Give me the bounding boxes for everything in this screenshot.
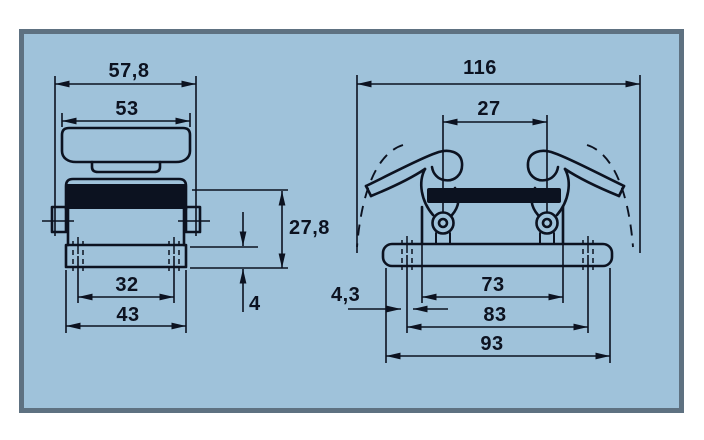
centerlines <box>42 144 634 271</box>
dim-label-height: 27,8 <box>289 217 330 239</box>
front-lever-right <box>526 149 626 245</box>
side-seal-outline <box>64 177 188 211</box>
front-pivot-right-pin <box>541 217 553 229</box>
side-flange <box>64 243 188 269</box>
front-body-sides <box>420 205 565 246</box>
dim-label-hole-diameter: 4,3 <box>331 284 361 306</box>
dim-label-pivot-spacing: 27 <box>477 98 501 120</box>
dim-label-flange-width: 93 <box>480 333 504 355</box>
front-pivot-left-pin <box>437 217 449 229</box>
side-hole-center-ticks <box>77 237 175 254</box>
side-body <box>66 207 186 247</box>
front-lever-left <box>364 149 464 245</box>
dim-label-width-over-lugs: 57,8 <box>108 60 150 82</box>
front-flange <box>381 242 614 268</box>
dim-label-body-width: 73 <box>481 274 505 296</box>
drawing-panel <box>19 29 684 413</box>
front-pivot-left <box>431 211 455 235</box>
dim-label-base-width: 43 <box>116 304 140 326</box>
lever-swing-arcs <box>356 144 634 248</box>
side-seal-fill <box>67 184 185 209</box>
dim-label-front-hole-spacing: 83 <box>483 304 507 326</box>
front-hole-center-ticks <box>406 236 589 253</box>
dim-label-base-step: 4 <box>249 293 261 315</box>
front-pivot-right <box>535 211 559 235</box>
front-view-outline <box>364 149 626 268</box>
side-lug-left <box>50 205 68 234</box>
dim-label-side-hole-spacing: 32 <box>115 274 139 296</box>
side-hood-latch-tab <box>90 160 162 174</box>
side-hood <box>60 126 192 164</box>
lever-swing-arc-left <box>356 144 404 248</box>
dim-label-hood-width: 53 <box>115 98 139 120</box>
front-extension-lines <box>356 75 641 363</box>
front-seal-bar <box>427 188 561 203</box>
dim-label-overall-width: 116 <box>463 57 497 79</box>
lever-swing-arc-right <box>586 144 634 248</box>
side-view-outline <box>50 126 202 269</box>
dimension-lines <box>54 75 641 363</box>
side-lug-right <box>184 205 202 234</box>
